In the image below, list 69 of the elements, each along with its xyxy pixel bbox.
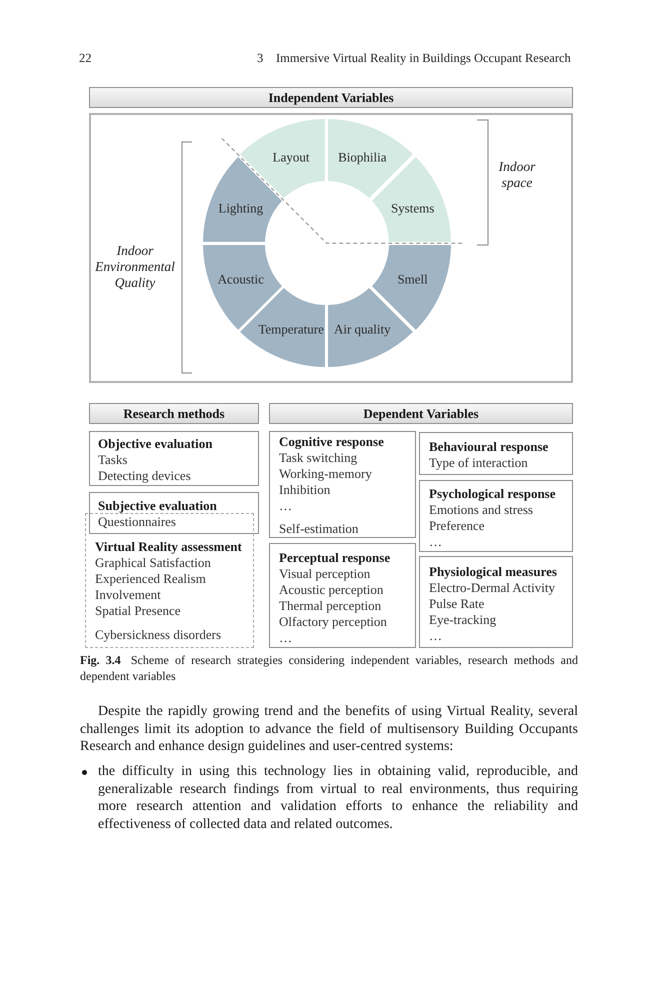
list-item: Preference xyxy=(429,518,485,534)
header-band xyxy=(269,403,573,424)
list-item: Type of interaction xyxy=(429,455,528,471)
list-item: Involvement xyxy=(95,587,161,603)
header-band xyxy=(89,403,259,424)
page-number: 22 xyxy=(79,51,92,66)
segment-label: Air quality xyxy=(334,322,391,337)
segment-label: Systems xyxy=(390,200,434,216)
list-item: Visual perception xyxy=(279,566,370,582)
list-item: Acoustic perception xyxy=(279,582,384,598)
list-item: Thermal perception xyxy=(279,598,382,614)
category-heading: Virtual Reality assessment xyxy=(95,539,242,555)
figure-caption: Fig. 3.4 Scheme of research strategies considering independent variables, research methods and dependent variables xyxy=(80,653,578,684)
category-heading: Psychological response xyxy=(429,486,556,502)
dashed-box xyxy=(85,513,254,648)
list-item: Eye-tracking xyxy=(429,612,496,628)
category-box xyxy=(419,556,573,648)
running-head: Immersive Virtual Reality in Buildings Occupant Research xyxy=(276,51,571,66)
list-item: Questionnaires xyxy=(98,514,176,530)
segment-label: Layout xyxy=(272,150,310,165)
list-item: Task switching xyxy=(279,450,358,466)
header-band xyxy=(89,87,573,108)
category-heading: Objective evaluation xyxy=(98,436,212,452)
category-heading: Cognitive response xyxy=(279,434,384,450)
list-item: Experienced Realism xyxy=(95,571,206,587)
list-item: … xyxy=(429,534,442,550)
list-item: Working-memory xyxy=(279,466,372,482)
category-box xyxy=(419,480,573,552)
donut-segment xyxy=(240,288,326,368)
list-item: Inhibition xyxy=(279,482,330,498)
list-item: Electro-Dermal Activity xyxy=(429,580,555,596)
donut-segment xyxy=(240,119,326,198)
category-heading: Perceptual response xyxy=(279,550,390,566)
page-number: 3 xyxy=(257,51,264,66)
segment-label: Biophilia xyxy=(338,150,386,165)
segment-label: Lighting xyxy=(218,200,264,216)
category-heading: Behavioural response xyxy=(429,439,548,455)
list-item: Emotions and stress xyxy=(429,502,533,518)
category-box xyxy=(269,543,416,648)
section-heading: Research methods xyxy=(123,406,225,422)
list-item: Self-estimation xyxy=(279,521,358,537)
category-heading: Subjective evaluation xyxy=(98,498,217,514)
list-item: … xyxy=(429,628,442,644)
bullet-text: the difficulty in using this technology lies in obtaining valid, reproducible, and generalizable research findings from virtual to real environments, thus requiring more research attention and validation efforts to enhance the reliability and effectiveness of collected data and related outcomes. xyxy=(98,763,578,833)
list-item: Cybersickness disorders xyxy=(95,627,222,643)
section-heading: Dependent Variables xyxy=(363,406,479,422)
bracket-label: Indoor Environmental Quality xyxy=(94,243,176,291)
donut-segment xyxy=(328,119,414,198)
figure-panel xyxy=(89,113,573,383)
category-box xyxy=(89,431,259,486)
list-item: Pulse Rate xyxy=(429,596,484,612)
segment-label: Acoustic xyxy=(218,271,264,286)
category-box xyxy=(89,492,259,534)
body-paragraph: Despite the rapidly growing trend and the benefits of using Virtual Reality, several challenges limit its adoption to advance the field of multisensory Building Occupants Research and enhance design guidelines and user-centred systems: xyxy=(80,703,578,756)
category-box xyxy=(419,432,573,475)
list-item: Graphical Satisfaction xyxy=(95,555,211,571)
list-item: Tasks xyxy=(98,452,128,468)
donut-segment xyxy=(328,288,414,368)
category-box xyxy=(269,431,416,538)
segment-label: Temperature xyxy=(258,322,324,337)
bracket-label: Indoor space xyxy=(498,159,536,191)
list-item: Detecting devices xyxy=(98,468,191,484)
list-item: Spatial Presence xyxy=(95,603,181,619)
list-item: Olfactory perception xyxy=(279,614,387,630)
list-item: … xyxy=(279,630,292,646)
category-heading: Physiological measures xyxy=(429,564,557,580)
section-heading: Independent Variables xyxy=(268,90,394,106)
list-item: … xyxy=(279,498,292,514)
segment-label: Smell xyxy=(397,271,428,286)
